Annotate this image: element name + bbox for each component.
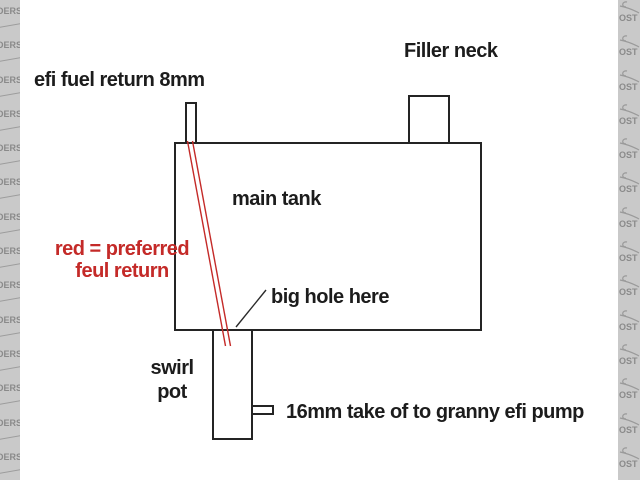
watermark-fragment-left: DERS <box>0 343 20 377</box>
watermark-strip-right: OST OST OST OST OST OST OST OST OST OST OST OST OST O… <box>618 0 640 480</box>
watermark-fragment-right: OST <box>618 343 640 377</box>
watermark-text: DERS <box>0 211 20 222</box>
watermark-text: OST <box>619 81 638 92</box>
watermark-fragment-right: OST <box>618 0 640 34</box>
watermark-fragment-right: OST <box>618 446 640 480</box>
watermark-swoosh-icon <box>619 1 640 14</box>
watermark-swoosh-icon <box>619 310 640 323</box>
watermark-fragment-right: OST <box>618 240 640 274</box>
watermark-text: OST <box>619 115 638 126</box>
watermark-swoosh-icon <box>619 378 640 391</box>
watermark-fragment-left: DERS <box>0 206 20 240</box>
efi-return-pipe-outline <box>185 102 197 144</box>
watermark-text: DERS <box>0 348 20 359</box>
watermark-fragment-left: DERS <box>0 377 20 411</box>
label-swirl-pot-line2: pot <box>157 381 187 403</box>
watermark-text: OST <box>619 13 638 23</box>
watermark-text: DERS <box>0 451 20 462</box>
main-tank-outline <box>174 142 482 331</box>
watermark-fragment-right: OST <box>618 171 640 205</box>
watermark-swoosh-icon <box>619 138 640 151</box>
watermark-text: OST <box>619 253 638 264</box>
watermark-swoosh-icon <box>619 344 640 357</box>
watermark-fragment-left: DERS <box>0 171 20 205</box>
watermark-text: OST <box>619 287 638 298</box>
watermark-fragment-left: DERS <box>0 240 20 274</box>
watermark-text: OST <box>619 424 638 435</box>
watermark-fragment-right: OST <box>618 206 640 240</box>
label-big-hole-here: big hole here <box>271 286 389 308</box>
preferred-return-line-a <box>186 140 227 347</box>
watermark-swoosh-icon <box>619 241 640 254</box>
outlet-pipe-outline <box>251 405 274 415</box>
preferred-return-line-b <box>191 140 232 347</box>
watermark-fragment-right: OST <box>618 377 640 411</box>
watermark-swoosh-icon <box>619 104 640 117</box>
watermark-fragment-left: DERS <box>0 412 20 446</box>
watermark-fragment-right: OST <box>618 137 640 171</box>
watermark-swoosh-icon <box>619 275 640 288</box>
watermark-swoosh-icon <box>619 412 640 426</box>
label-main-tank: main tank <box>232 188 321 210</box>
watermark-swoosh-icon <box>619 35 640 48</box>
label-swirl-pot-line1: swirl <box>150 357 194 379</box>
watermark-fragment-right: OST <box>618 103 640 137</box>
filler-neck-outline <box>408 95 450 144</box>
watermark-fragment-left: DERS <box>0 309 20 343</box>
big-hole-pointer-line <box>235 289 267 328</box>
watermark-text: OST <box>619 184 638 195</box>
watermark-text: DERS <box>0 74 20 85</box>
label-efi-fuel-return: efi fuel return 8mm <box>34 69 205 91</box>
swirl-pot-outline <box>212 329 253 440</box>
watermark-fragment-right: OST <box>618 34 640 68</box>
watermark-text: OST <box>619 390 638 401</box>
watermark-strip-left: DERS DERS DERS DERS DERS DERS DERS DERS DERS DERS… <box>0 0 20 480</box>
watermark-fragment-left: DERS <box>0 137 20 171</box>
watermark-fragment-left: DERS <box>0 446 20 480</box>
watermark-fragment-left: DERS <box>0 0 20 34</box>
watermark-fragment-left: DERS <box>0 274 20 308</box>
watermark-swoosh-icon <box>619 172 640 186</box>
watermark-text: DERS <box>0 246 20 257</box>
watermark-text: DERS <box>0 108 20 119</box>
label-red-note: red = preferred feul return <box>38 238 206 282</box>
label-red-note-line2: feul return <box>75 260 169 282</box>
watermark-fragment-left: DERS <box>0 103 20 137</box>
watermark-text: DERS <box>0 314 20 325</box>
watermark-text: OST <box>619 218 638 229</box>
watermark-text: OST <box>619 355 638 366</box>
watermark-fragment-left: DERS <box>0 34 20 68</box>
label-16mm-takeoff: 16mm take of to granny efi pump <box>286 401 584 423</box>
watermark-fragment-right: OST <box>618 69 640 103</box>
watermark-fragment-right: OST <box>618 412 640 446</box>
watermark-text: OST <box>619 47 638 58</box>
watermark-text: DERS <box>0 280 20 291</box>
watermark-text: OST <box>619 321 638 332</box>
watermark-text: OST <box>619 458 638 469</box>
watermark-fragment-right: OST <box>618 309 640 343</box>
watermark-text: DERS <box>0 177 20 188</box>
watermark-text: DERS <box>0 417 20 428</box>
watermark-swoosh-icon <box>619 69 640 83</box>
watermark-swoosh-icon <box>619 447 640 460</box>
watermark-text: DERS <box>0 6 20 16</box>
watermark-text: DERS <box>0 383 20 394</box>
watermark-fragment-left: DERS <box>0 69 20 103</box>
label-filler-neck: Filler neck <box>404 40 498 62</box>
watermark-text: DERS <box>0 40 20 51</box>
watermark-text: DERS <box>0 143 20 154</box>
label-swirl-pot: swirl pot <box>133 356 211 404</box>
watermark-swoosh-icon <box>619 207 640 220</box>
label-red-note-line1: red = preferred <box>54 238 190 260</box>
watermark-text: OST <box>619 150 638 161</box>
watermark-fragment-right: OST <box>618 274 640 308</box>
